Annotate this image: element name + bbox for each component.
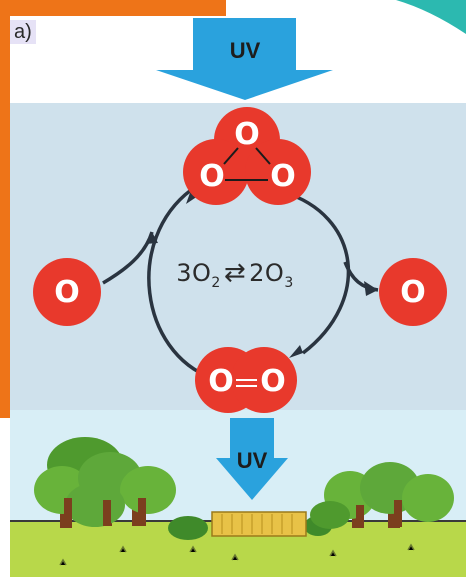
ozone-bonds xyxy=(223,147,271,181)
oxygen-atom-left: O xyxy=(208,364,234,399)
equation-right: 2O xyxy=(249,259,285,287)
panel-label: a) xyxy=(10,20,36,44)
grass-tufts xyxy=(59,543,415,566)
trees-right xyxy=(310,462,454,529)
oxygen-double-bond xyxy=(236,379,257,387)
oxygen-molecule xyxy=(195,347,297,413)
ozone-atom-bottom-left: O xyxy=(199,159,225,194)
oxygen-atom-right: O xyxy=(260,364,286,399)
uv-arrow-top xyxy=(156,18,333,100)
ozone-atom-bottom-right: O xyxy=(270,159,296,194)
equation-left-subscript: 2 xyxy=(211,274,221,291)
uv-arrow-bottom xyxy=(216,418,288,500)
orange-banner xyxy=(0,0,226,16)
cycle-arrow-left xyxy=(147,188,213,380)
atom-right xyxy=(379,258,447,326)
uv-label-bottom: UV xyxy=(236,448,268,473)
hay-bale xyxy=(211,511,307,537)
single-atom-right: O xyxy=(400,275,426,310)
equilibrium-equation: 3O2⇄2O3 xyxy=(150,258,320,291)
atom-left xyxy=(33,258,101,326)
bush-left xyxy=(168,516,208,540)
equation-right-subscript: 3 xyxy=(284,274,294,291)
single-atom-left: O xyxy=(54,275,80,310)
teal-corner-accent xyxy=(396,0,466,34)
cycle-arrow-right xyxy=(282,190,351,355)
ozone-atom-top: O xyxy=(234,117,260,152)
trees-left xyxy=(34,437,176,528)
uv-label-top: UV xyxy=(229,38,261,63)
orange-left-strip xyxy=(0,16,10,418)
equilibrium-arrows-icon: ⇄ xyxy=(223,258,247,288)
equation-left: 3O xyxy=(176,259,212,287)
